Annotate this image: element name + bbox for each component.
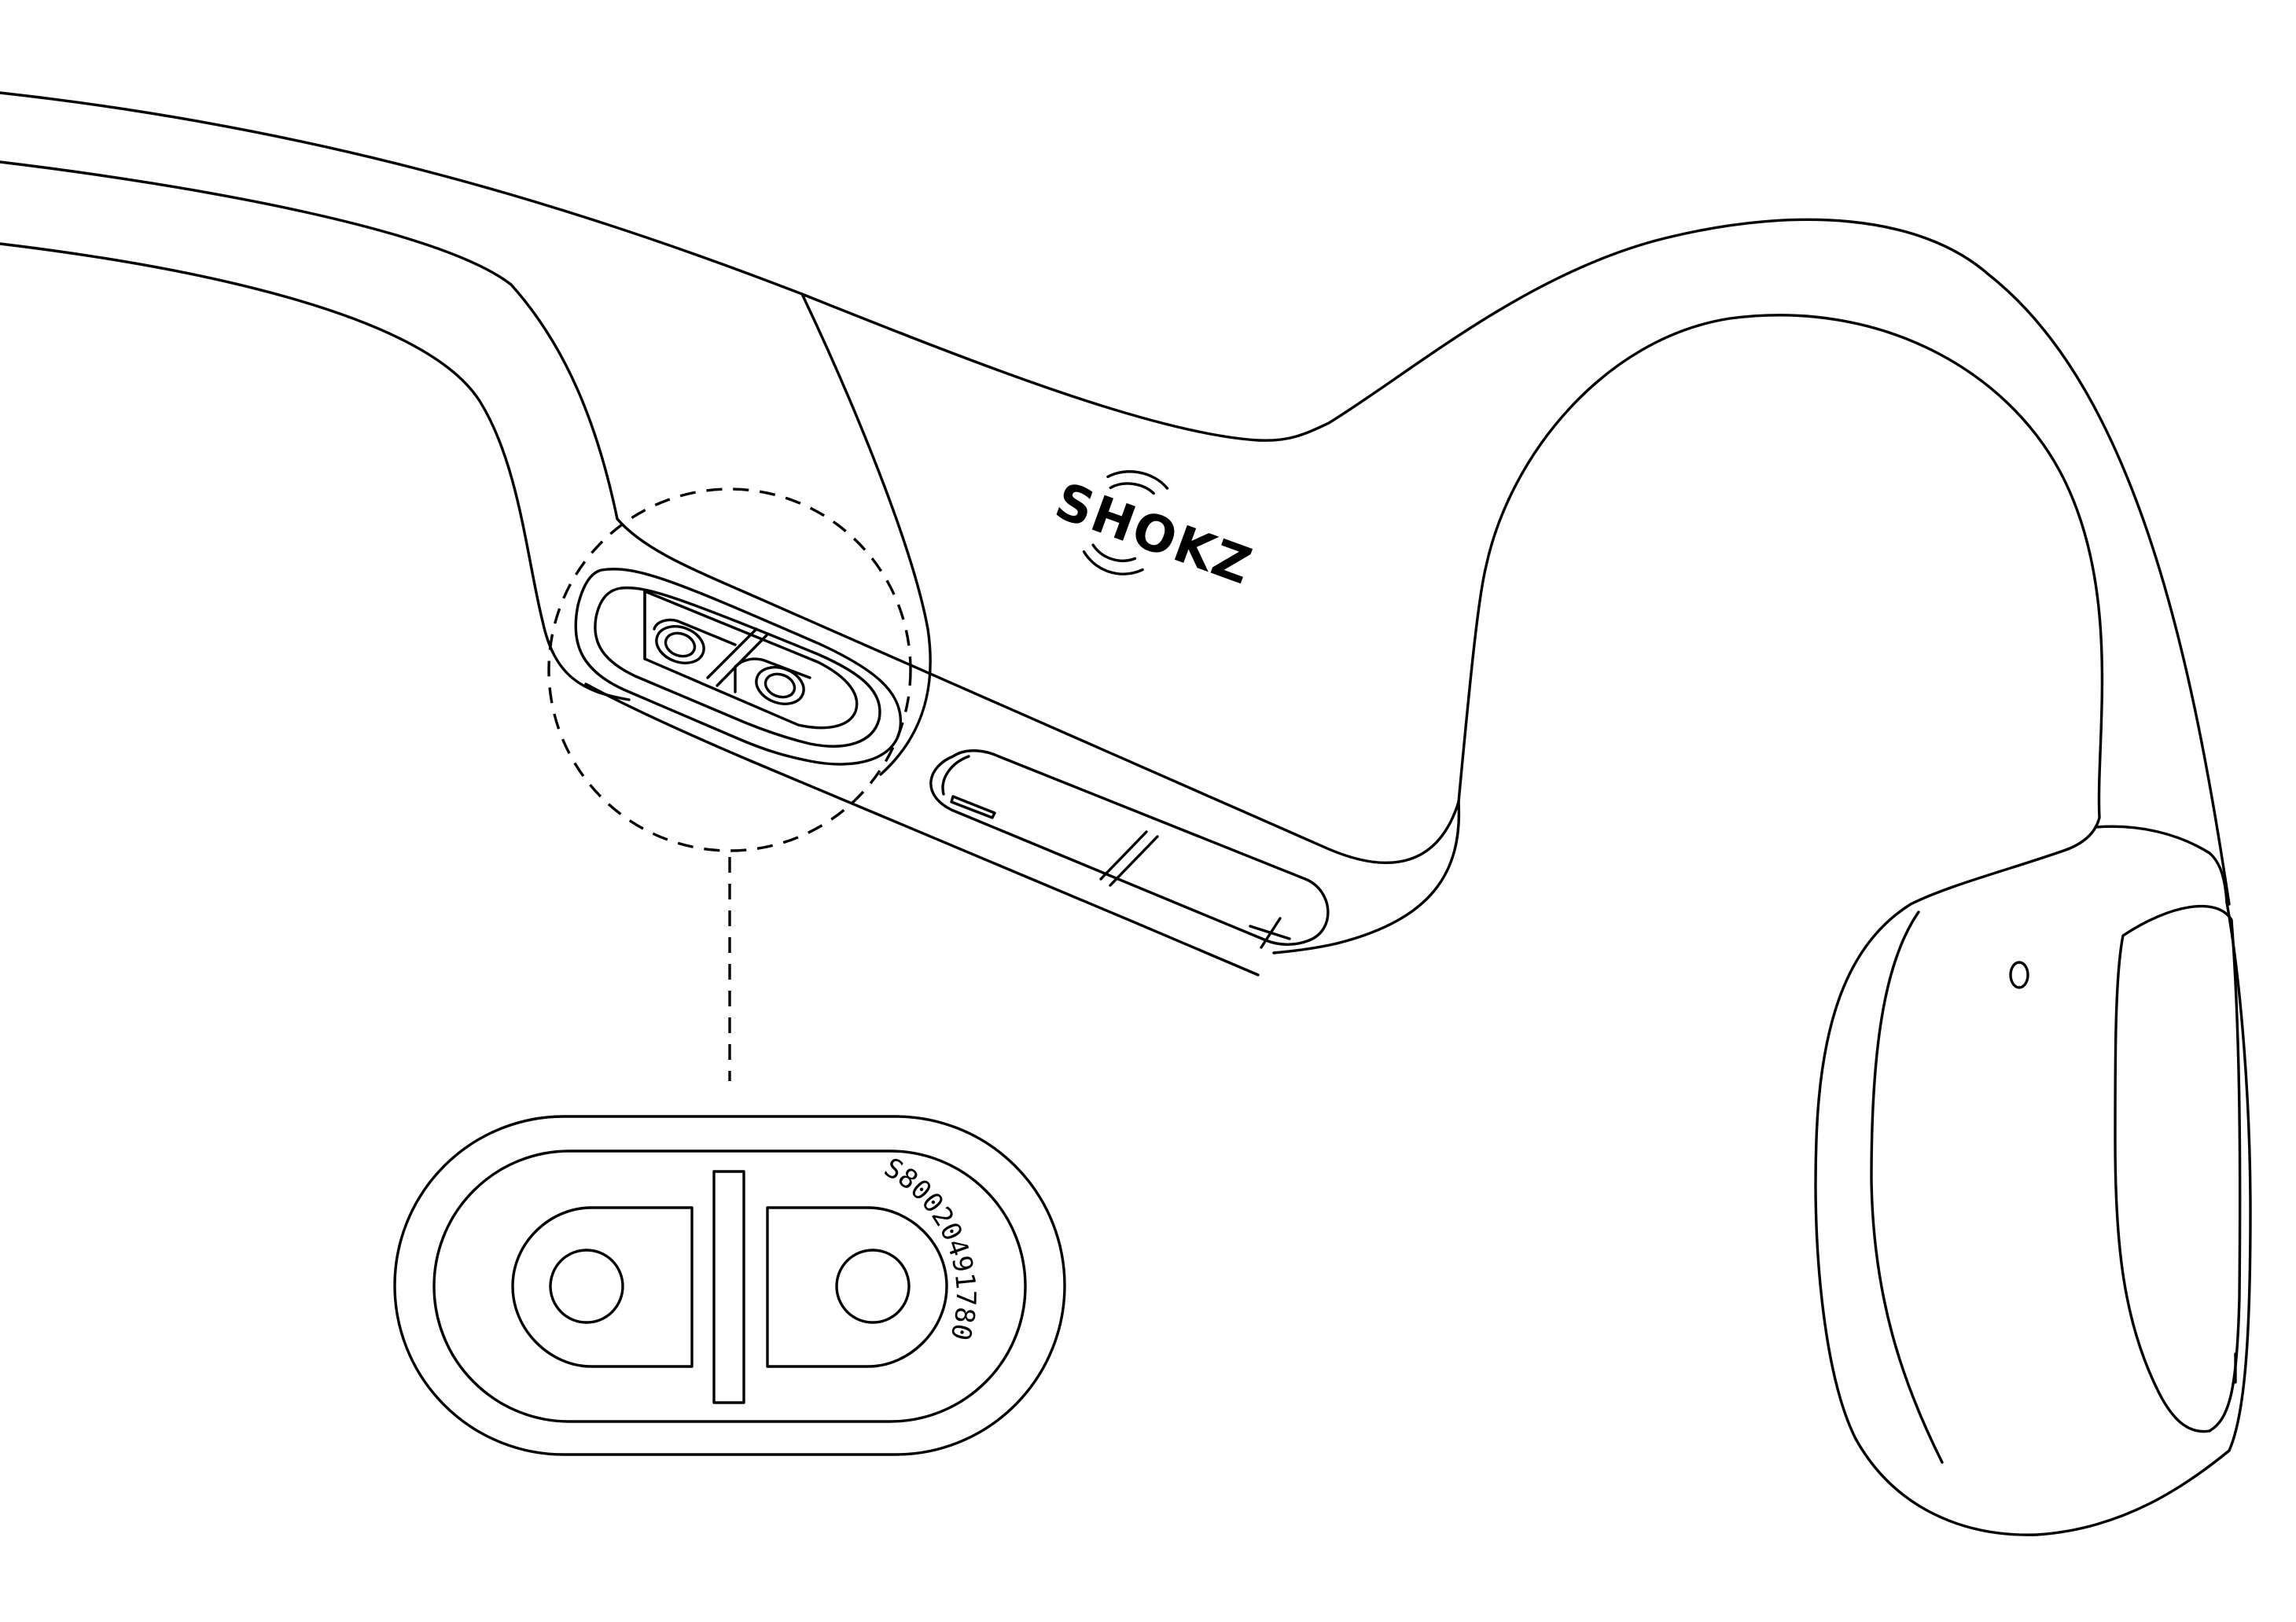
- neck-outer: [1457, 314, 2104, 851]
- headband-inner-edge: [0, 242, 631, 701]
- port-cavity: [643, 590, 859, 730]
- ear-pod-cap: [2114, 904, 2242, 1433]
- contact-pin-left-icon: [549, 1249, 624, 1324]
- port-pin-block-left: [653, 618, 737, 646]
- port-detail-inner: [432, 1149, 1027, 1423]
- headband: [0, 91, 2231, 977]
- contact-pin-right-icon: [835, 1249, 911, 1324]
- logo-wave-right: [1091, 543, 1137, 562]
- ear-pod-outline: [1814, 848, 2252, 1536]
- neck-inner: [1272, 800, 1461, 954]
- port-detail-outer: [393, 1115, 1066, 1456]
- port-detail: S80020491780: [393, 1115, 1066, 1456]
- body-upper-edge: [616, 517, 1460, 864]
- headband-outer-edge: [0, 91, 2231, 906]
- zoom-callout: [547, 487, 912, 1081]
- volume-up-icon[interactable]: [1249, 917, 1291, 949]
- zoom-callout-circle: [547, 487, 912, 852]
- led-indicator-icon: [2009, 961, 2029, 989]
- volume-button-inner-line: [941, 755, 970, 796]
- port-pin-block-right: [734, 657, 811, 693]
- logo-wave-left: [1109, 482, 1155, 495]
- volume-down-icon[interactable]: [950, 795, 996, 819]
- logo-wave-right-2: [1082, 550, 1144, 576]
- volume-split-line-1: [1099, 830, 1148, 881]
- headband-middle-edge: [0, 160, 619, 520]
- volume-controls: [929, 749, 1330, 949]
- port-pin-left-ring: [655, 625, 705, 664]
- port-recess-outer: [574, 568, 903, 766]
- contact-pad-left: [511, 1206, 694, 1368]
- port-pin-right-icon: [763, 672, 797, 699]
- volume-split-line-2: [1109, 835, 1159, 887]
- ear-pod: [1814, 848, 2252, 1536]
- brand-logo: SHOKZ: [1048, 470, 1260, 597]
- body-top-crease: [800, 292, 932, 776]
- port-pin-left-icon: [664, 631, 697, 658]
- port-pin-right-ring: [755, 666, 805, 705]
- ear-pod-inner-left: [1870, 910, 1944, 1464]
- right-neck: [1272, 314, 2228, 954]
- body-lower-edge: [584, 682, 1260, 977]
- volume-button-bar[interactable]: [929, 749, 1330, 946]
- charging-port: [574, 568, 903, 766]
- logo-wave-left-2: [1106, 470, 1169, 490]
- hook-shoulder: [2094, 825, 2228, 904]
- port-center-divider: [712, 1170, 745, 1404]
- port-recess-inner: [594, 586, 881, 748]
- contact-pad-right: [766, 1206, 948, 1368]
- port-divider-1: [706, 627, 758, 679]
- brand-logo-text: SHOKZ: [1048, 472, 1260, 596]
